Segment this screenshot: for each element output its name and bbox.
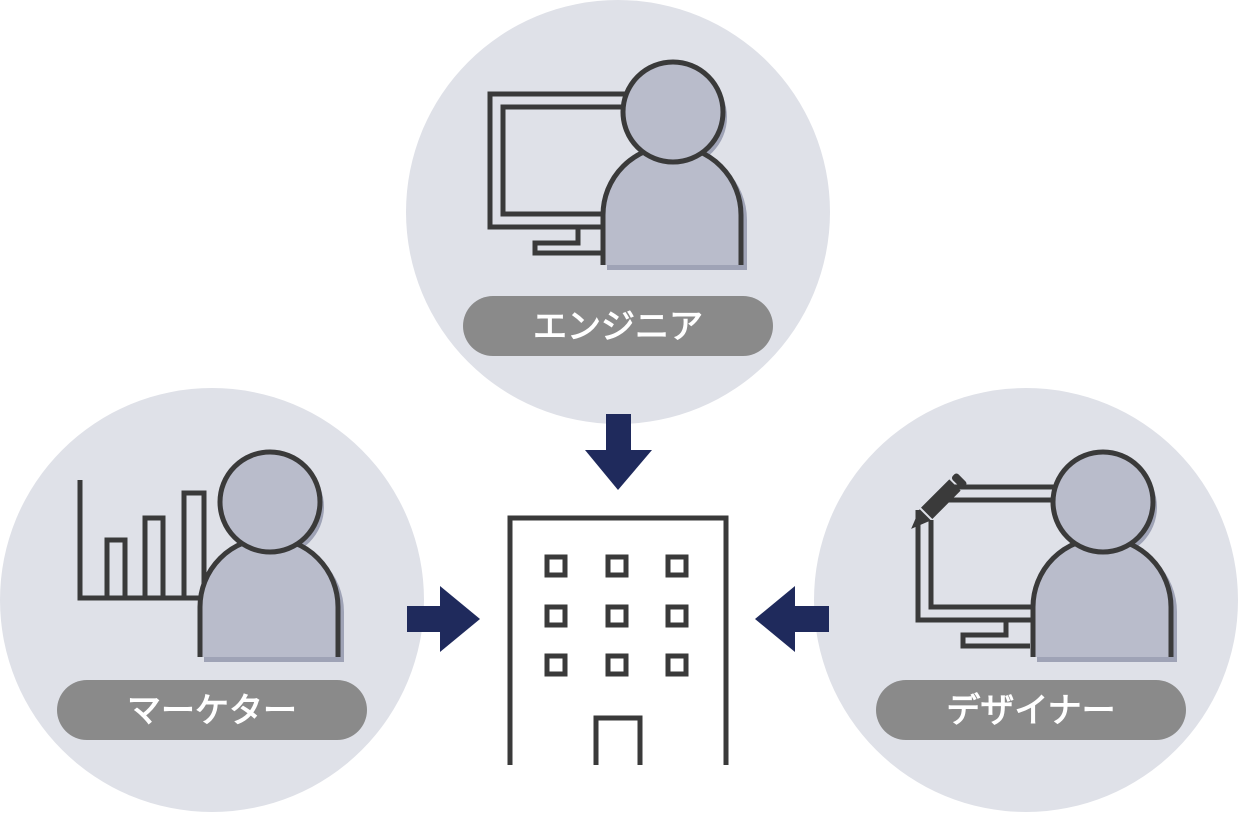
marketer-person-icon [197,449,344,662]
designer-label: デザイナー [946,691,1115,731]
marketer-label-pill: マーケター [57,680,367,740]
marketer-node: マーケター [0,388,424,812]
designer-person-icon [1030,449,1177,662]
designer-node: デザイナー [814,388,1238,812]
arrow-down-icon [585,414,652,490]
arrow-right-icon [407,586,480,652]
pen-icon [911,473,967,529]
bar-chart-icon [77,480,222,601]
designer-label-pill: デザイナー [876,680,1186,740]
monitor-icon [487,91,628,256]
engineer-label-pill: エンジニア [463,296,773,356]
engineer-label: エンジニア [533,307,703,347]
engineer-person-icon [600,59,747,270]
marketer-label: マーケター [127,691,297,731]
office-building-icon [507,515,729,765]
arrow-left-icon [755,586,829,652]
drawing-board-icon [915,484,1055,649]
engineer-node: エンジニア [406,0,830,424]
